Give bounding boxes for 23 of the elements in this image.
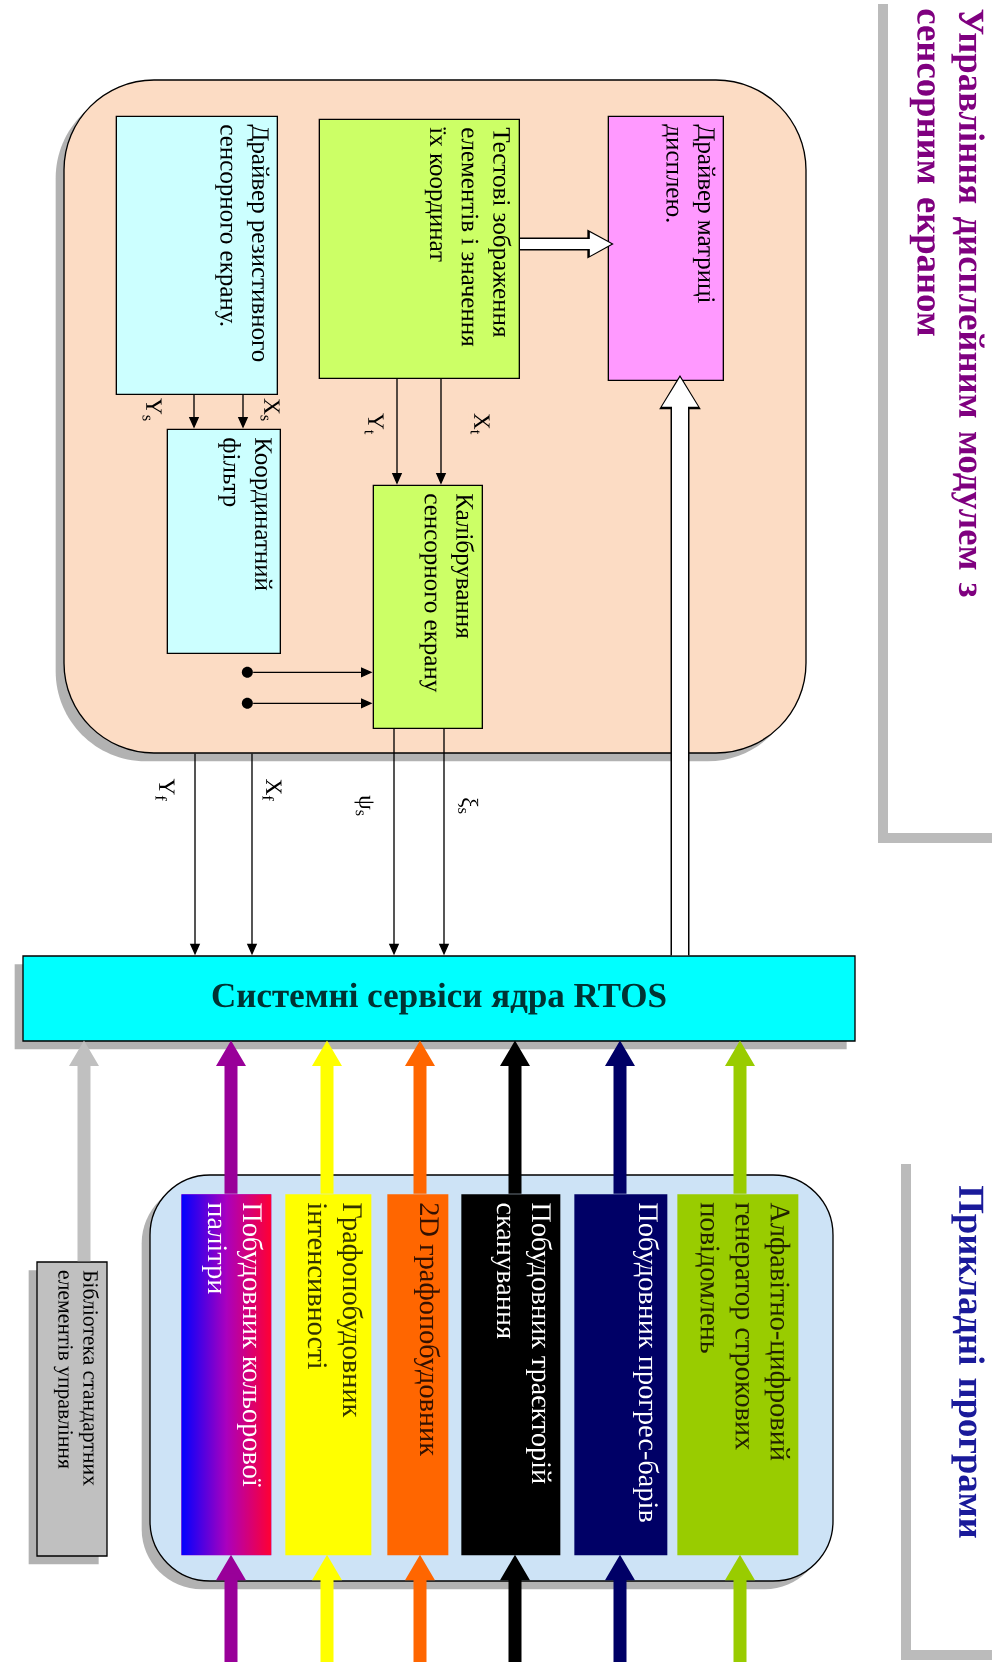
program-bar: Побудовник прогрес-барів (574, 1194, 668, 1556)
edge-label: X$_{f}$ (260, 776, 284, 804)
edge-label: ξ$_{s}$ (456, 795, 480, 817)
program-bar: Побудовник траєкторій сканування (461, 1194, 561, 1556)
edge-label: X$_{s}$ (258, 396, 282, 424)
process-box: Драйвер матриці дисплею. (607, 115, 724, 381)
edge-label: Y$_{t}$ (362, 411, 386, 437)
program-bar: 2D графопобудовник (387, 1194, 449, 1556)
process-box: Драйвер резистивного сенсорного екрану. (115, 115, 278, 395)
service-bar: Системні сервіси ядра RTOS (14, 955, 856, 1050)
program-bar: Алфавітно-цифровий генератор строкових повідомлень (677, 1194, 799, 1556)
edge-label: Y$_{f}$ (153, 776, 177, 804)
heading: Управління дисплейним модулем з сенсорним екраном (909, 9, 985, 597)
program-bar: Побудовник кольорової палітри (181, 1194, 272, 1556)
process-box: Тестові зображення елементів і значення їх координат (318, 118, 520, 379)
edge-label: Y$_{s}$ (140, 396, 164, 424)
edge-label: ψ$_{s}$ (352, 793, 376, 819)
heading: Прикладні програми (951, 1186, 985, 1538)
edge-label: X$_{t}$ (468, 411, 492, 437)
program-bar: Графопобудовник інтенсивності (285, 1194, 372, 1556)
process-box: Калібрування сенсорного екрану (372, 484, 483, 729)
library-box: Бібліотека стандартних елементів управління (28, 1261, 108, 1565)
process-box: Координатний фільтр (166, 428, 281, 654)
